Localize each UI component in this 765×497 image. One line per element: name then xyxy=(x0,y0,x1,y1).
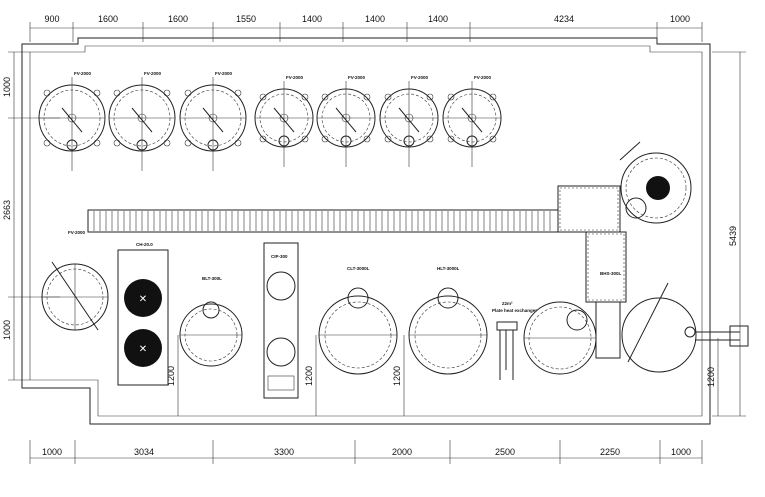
top-dim-1: 1600 xyxy=(98,14,118,24)
heat-exchanger-label: Plate heat exchanger xyxy=(492,308,537,313)
bottom-dim-3: 2000 xyxy=(392,447,412,457)
fermenter-label: FV-2000 xyxy=(74,71,92,76)
platform-walkway xyxy=(87,209,559,233)
cip-label: CIP-300 xyxy=(271,254,288,259)
kettle-tank xyxy=(621,282,749,373)
right-dim-1: 1200 xyxy=(706,367,716,387)
left-dim-2: 1000 xyxy=(2,320,12,340)
fermenter-tank: FV-2000 xyxy=(379,75,439,167)
bottom-dim-4: 2500 xyxy=(495,447,515,457)
mid-dim-1: 1200 xyxy=(304,366,314,386)
top-dim-2: 1600 xyxy=(168,14,188,24)
fermenter-label: FV-2000 xyxy=(144,71,162,76)
whirlpool-tank xyxy=(619,141,692,224)
room-outline xyxy=(21,37,711,425)
bottom-dim-0: 1000 xyxy=(42,447,62,457)
right-dimension-line xyxy=(712,51,746,417)
plate-heat-exchanger xyxy=(496,321,518,380)
fermenter-label: FV-2000 xyxy=(411,75,429,80)
top-dim-3: 1550 xyxy=(236,14,256,24)
left-dim-1: 2663 xyxy=(2,200,12,220)
top-dim-5: 1400 xyxy=(365,14,385,24)
bottom-dim-1: 3034 xyxy=(134,447,154,457)
fermenter-label: FV-2000 xyxy=(286,75,304,80)
top-dim-6: 1400 xyxy=(428,14,448,24)
top-dim-8: 1000 xyxy=(670,14,690,24)
top-dimension-line xyxy=(29,22,703,42)
stair-platform xyxy=(557,185,627,359)
fermenter-tank: FV-2000 xyxy=(108,71,176,171)
clt-tank xyxy=(318,287,398,375)
left-dim-0: 1000 xyxy=(2,77,12,97)
fermenter-tank: FV-2000 xyxy=(38,71,106,171)
heat-exchanger-area: 22m² xyxy=(502,301,513,306)
room-inner-outline xyxy=(29,45,703,417)
hlt-tank xyxy=(408,287,488,375)
cip-unit xyxy=(263,242,299,399)
bottom-dim-5: 2250 xyxy=(600,447,620,457)
fermenter-label: FV-2000 xyxy=(215,71,233,76)
blt-label: BLT-300L xyxy=(202,276,222,281)
right-dim-0: 5439 xyxy=(728,226,738,246)
top-dim-7: 4234 xyxy=(554,14,574,24)
top-dim-4: 1400 xyxy=(302,14,322,24)
panel-label: BHS-300L xyxy=(600,271,622,276)
hlt-label: HLT-3000L xyxy=(437,266,460,271)
mid-dim-0: 1200 xyxy=(166,366,176,386)
fermenter-tank: FV-2000 xyxy=(254,75,314,167)
mid-dim-2: 1200 xyxy=(392,366,402,386)
blt-tank xyxy=(179,301,243,367)
chiller-unit: ✕ ✕ xyxy=(117,249,169,386)
left-fermenter-label: FV-2000 xyxy=(68,230,86,235)
bottom-dim-2: 3300 xyxy=(274,447,294,457)
left-fermenter xyxy=(41,261,109,331)
top-dim-0: 900 xyxy=(44,14,59,24)
chiller-label: CH-20.0 xyxy=(136,242,153,247)
svg-text:✕: ✕ xyxy=(139,344,147,355)
bottom-dim-6: 1000 xyxy=(671,447,691,457)
clt-label: CLT-3000L xyxy=(347,266,370,271)
fermenter-tank: FV-2000 xyxy=(179,71,247,171)
fermenter-label: FV-2000 xyxy=(348,75,366,80)
svg-text:✕: ✕ xyxy=(139,294,147,305)
bottom-dimension-line xyxy=(29,440,703,464)
mash-tun xyxy=(523,301,597,375)
fermenter-tank: FV-2000 xyxy=(442,75,502,167)
fermenter-tank: FV-2000 xyxy=(316,75,376,167)
fermenter-label: FV-2000 xyxy=(474,75,492,80)
left-dimension-line xyxy=(8,51,60,381)
